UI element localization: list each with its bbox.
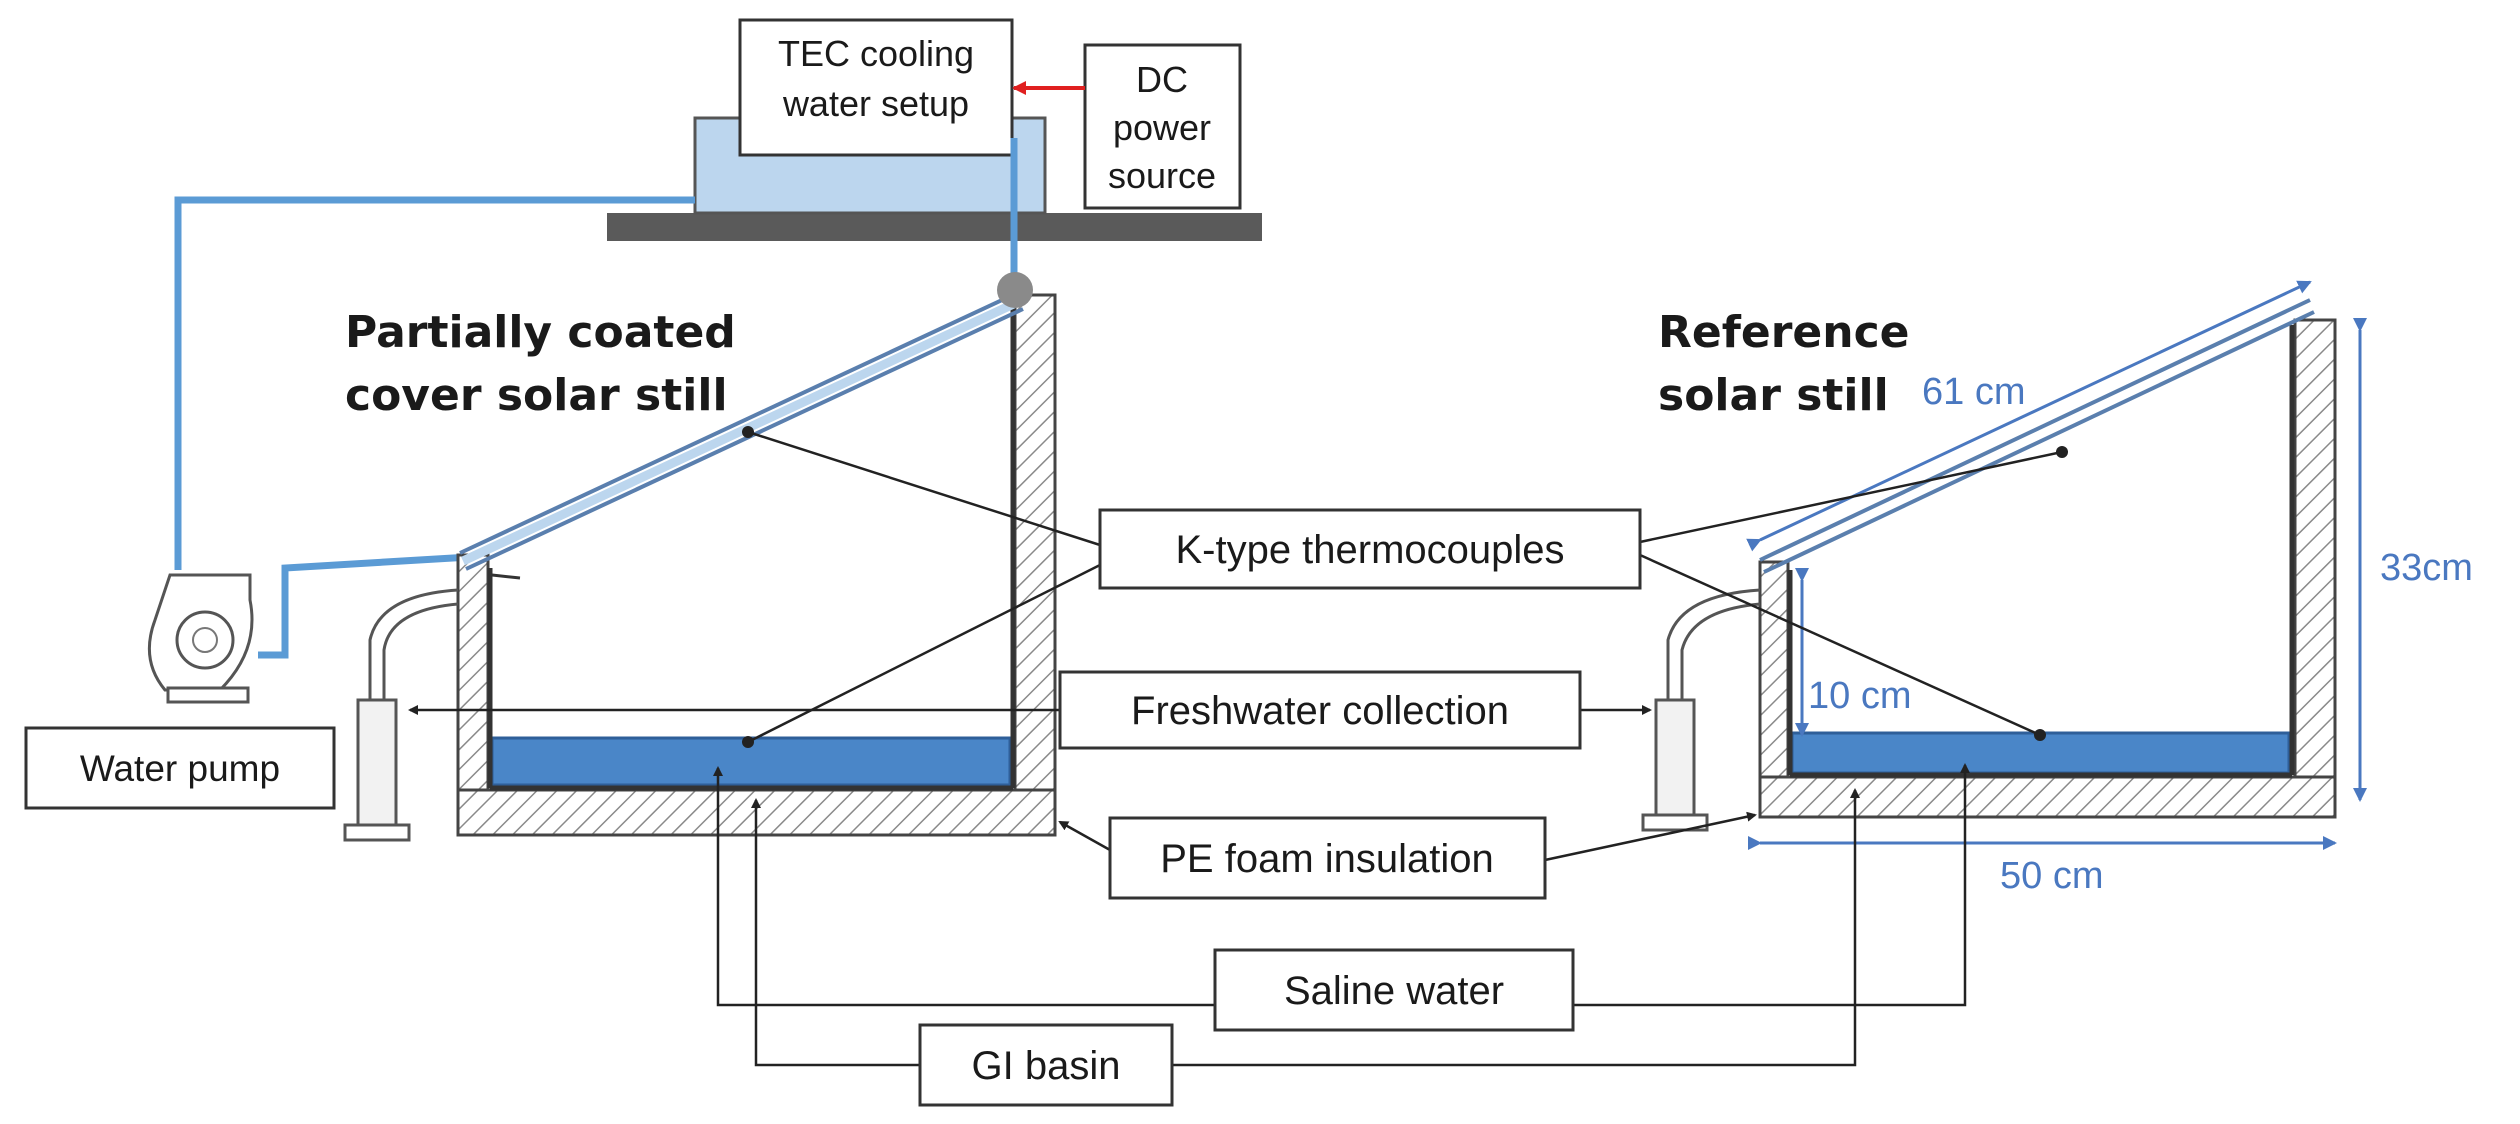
- partial-title-line2: cover solar still: [345, 370, 728, 421]
- reference-right-wall: [2293, 318, 2337, 779]
- reference-collection-cylinder: [1654, 698, 1696, 817]
- saline-water-box: [1213, 948, 1575, 1032]
- dc-label-line2: power: [1113, 107, 1211, 148]
- dim-61cm-label: 61 cm: [1922, 371, 2025, 413]
- reference-base: [1758, 775, 2337, 819]
- saline-water-label: Saline water: [1284, 969, 1504, 1013]
- pipe-pump-to-cover: [258, 553, 471, 659]
- freshwater-label: Freshwater collection: [1131, 689, 1509, 733]
- tec-label-line1: TEC cooling: [778, 33, 974, 74]
- partial-glass-inner: [465, 307, 1024, 571]
- partial-glass-coat: [461, 296, 1022, 566]
- gi-basin-label: GI basin: [972, 1044, 1121, 1088]
- water-pump: [147, 573, 254, 704]
- partial-title-line1: Partially coated: [345, 307, 736, 358]
- partial-inner-lip: [491, 573, 521, 580]
- partial-water: [490, 736, 1012, 787]
- reference-left-wall: [1758, 560, 1790, 779]
- partial-still: [343, 272, 1057, 842]
- partial-collection-cylinder: [356, 698, 398, 827]
- leader-lines: [408, 426, 2068, 1067]
- tec-cooling-setup: TEC cooling water setup DC power source: [607, 18, 1262, 241]
- dim-33cm-label: 33cm: [2380, 547, 2473, 589]
- partial-glass-outer: [459, 291, 1018, 555]
- thermocouples-box: [1098, 508, 1642, 590]
- tec-label-line2: water setup: [782, 83, 969, 124]
- pe-foam-label: PE foam insulation: [1160, 837, 1494, 881]
- dim-10cm-label: 10 cm: [1808, 675, 1911, 717]
- dc-power-box: [1083, 43, 1242, 210]
- tec-label-box: [738, 18, 1014, 157]
- gi-basin-box: [918, 1023, 1174, 1107]
- reference-channel: [1666, 588, 1761, 700]
- support-plate: [607, 213, 1262, 241]
- dim-50cm-label: 50 cm: [2000, 855, 2103, 897]
- dc-label-line3: source: [1108, 155, 1216, 196]
- thermocouples-label: K-type thermocouples: [1175, 528, 1564, 572]
- pipe-tank-to-pump: [174, 196, 695, 570]
- water-pump-label-box: [24, 726, 336, 810]
- pe-foam-box: [1108, 816, 1547, 900]
- valve-icon: [997, 272, 1033, 308]
- reference-title-line1: Reference: [1658, 307, 1910, 358]
- partial-left-wall: [456, 553, 490, 792]
- reference-title-line2: solar still: [1658, 370, 1889, 421]
- dc-label-line1: DC: [1136, 59, 1188, 100]
- freshwater-box: [1058, 670, 1582, 750]
- water-pump-label: Water pump: [80, 748, 280, 789]
- partial-channel: [368, 588, 459, 700]
- partial-right-wall: [1013, 293, 1057, 792]
